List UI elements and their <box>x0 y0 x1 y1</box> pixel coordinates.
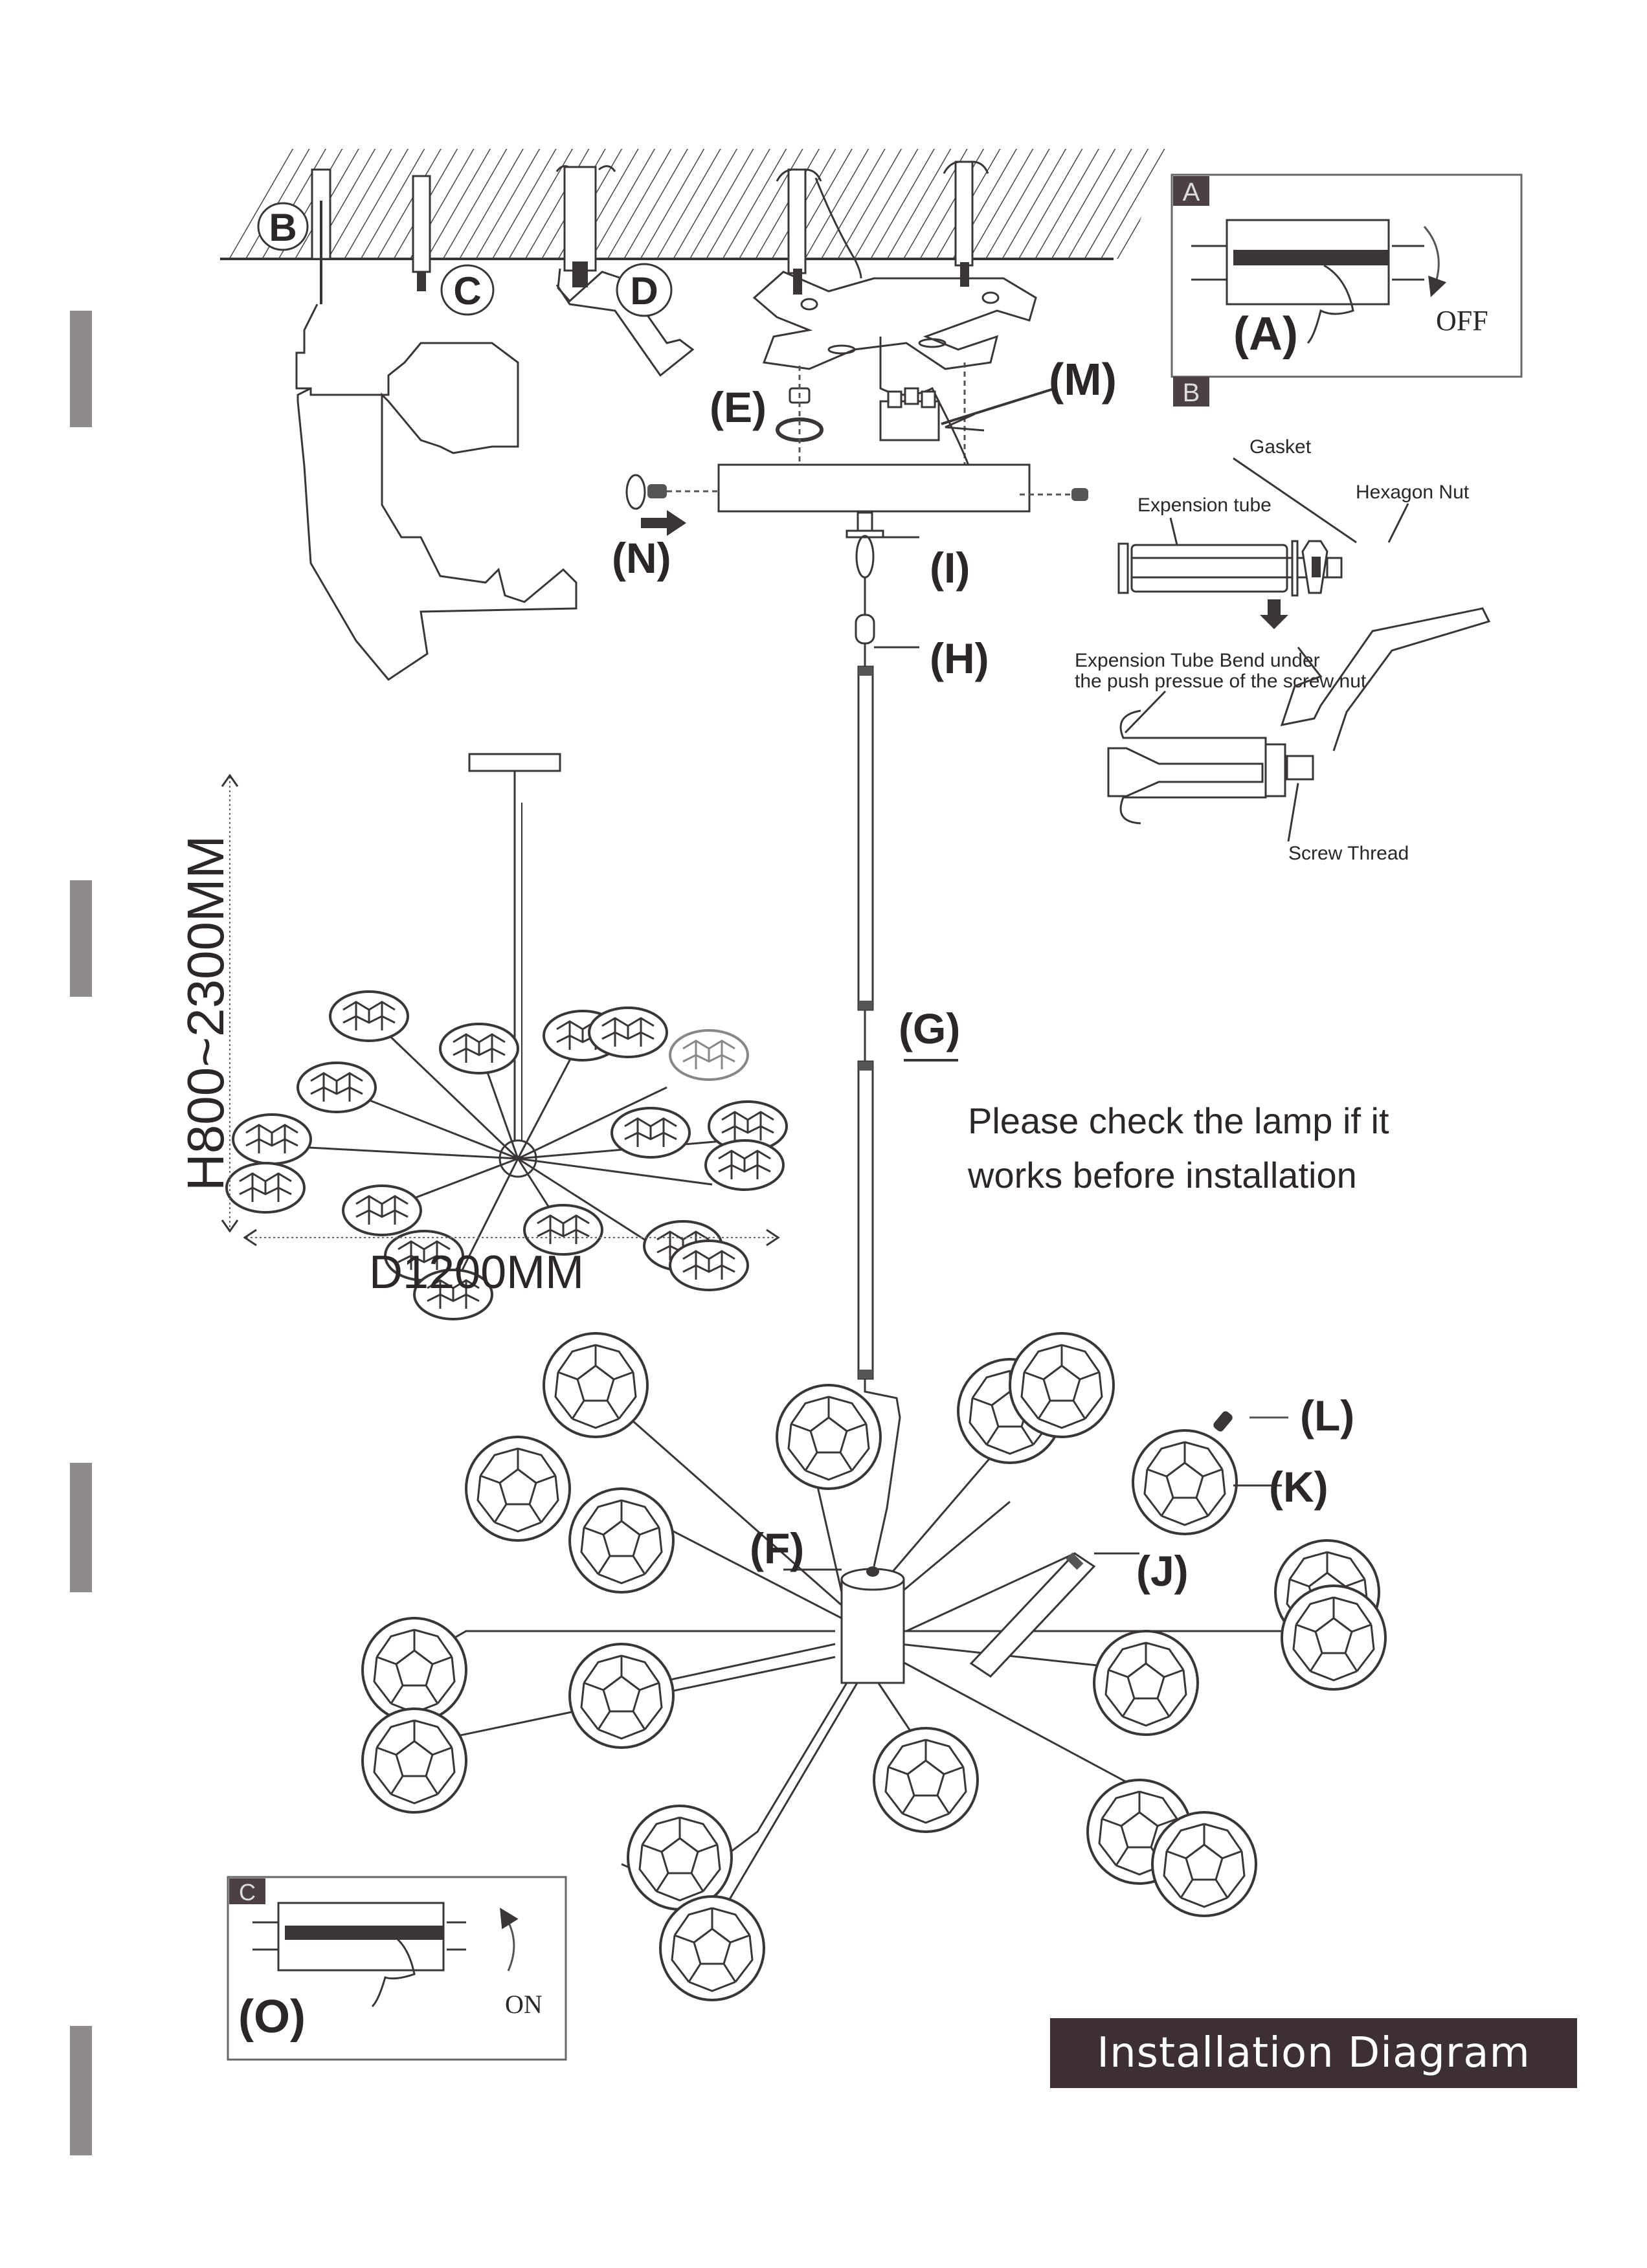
svg-text:Expension Tube Bend under: Expension Tube Bend under <box>1075 650 1320 671</box>
svg-text:ON: ON <box>505 1990 543 2019</box>
svg-text:(A): (A) <box>1233 308 1298 360</box>
breaker-panel-on: C (O) ON <box>227 1876 567 2061</box>
svg-text:(O): (O) <box>238 1991 306 2043</box>
step-h-label: (H) <box>930 634 989 682</box>
breaker-panel-off: A B (A) OFF <box>1171 173 1523 407</box>
svg-text:OFF: OFF <box>1436 305 1488 337</box>
suspension-rod-g <box>857 643 958 1380</box>
lamp-socket-j <box>969 1552 1139 1678</box>
connector-h <box>855 577 919 649</box>
svg-text:Screw Thread: Screw Thread <box>1288 843 1409 864</box>
svg-text:B: B <box>1183 379 1200 407</box>
check-lamp-note: Please check the lamp if it works before… <box>968 1094 1389 1203</box>
dimension-drawing <box>221 753 788 1320</box>
step-k-label: (K) <box>1269 1463 1328 1511</box>
scan-mark <box>70 311 92 427</box>
step-d-badge: D <box>616 263 673 317</box>
diagram-title-banner: Installation Diagram <box>1050 2018 1577 2088</box>
hook-i <box>846 511 919 579</box>
svg-text:B: B <box>269 206 297 249</box>
expansion-tube-detail: Gasket Hexagon Nut Expension tube <box>1117 436 1470 629</box>
svg-text:Expension tube: Expension tube <box>1137 495 1272 516</box>
hand-icon <box>1306 264 1354 344</box>
arrow-right-icon <box>641 510 686 536</box>
side-screw-right <box>1020 488 1088 501</box>
terminal-block <box>879 337 1056 473</box>
drill-icon <box>295 168 577 681</box>
height-dimension-label: H800~2300MM <box>177 836 234 1191</box>
svg-text:A: A <box>1183 178 1200 206</box>
step-e-label: (E) <box>710 383 767 431</box>
mounting-bracket <box>752 161 1037 370</box>
step-c-badge: C <box>440 264 495 316</box>
scan-mark <box>70 2026 92 2155</box>
svg-text:the push pressue of the screw: the push pressue of the screw nut <box>1075 671 1367 692</box>
arrow-down-icon <box>1423 226 1447 298</box>
side-screw-left <box>625 474 719 536</box>
ceiling <box>220 149 1165 260</box>
bulb-l <box>1213 1411 1288 1432</box>
bent-tube-detail: Expension Tube Bend under the push press… <box>1075 607 1491 864</box>
arrow-up-icon <box>500 1907 519 1972</box>
scan-mark <box>70 880 92 997</box>
scan-mark <box>70 1463 92 1592</box>
globe-k <box>1132 1429 1282 1535</box>
canopy <box>717 463 1031 513</box>
note-line-2: works before installation <box>968 1155 1357 1195</box>
diameter-dimension-label: D1200MM <box>369 1247 584 1298</box>
svg-text:C: C <box>239 1879 256 1906</box>
nut-e <box>776 362 966 479</box>
breaker-switch-icon <box>1191 219 1424 306</box>
expansion-anchor-icon <box>412 175 431 291</box>
svg-text:D: D <box>630 269 658 313</box>
step-n-label: (N) <box>612 534 671 582</box>
arrow-down-icon <box>1260 599 1288 629</box>
svg-text:Gasket: Gasket <box>1249 436 1312 458</box>
step-f-label: (F) <box>750 1524 804 1572</box>
breaker-switch-icon <box>252 1902 466 1972</box>
step-l-label: (L) <box>1300 1392 1354 1440</box>
step-i-label: (I) <box>930 544 970 592</box>
svg-text:Hexagon Nut: Hexagon Nut <box>1356 482 1470 503</box>
wrench-anchor-icon <box>555 165 695 377</box>
chandelier-main <box>361 1332 1387 2001</box>
wrench-icon <box>1280 607 1491 751</box>
step-j-label: (J) <box>1136 1547 1189 1595</box>
hand-icon <box>371 1931 416 2008</box>
step-g-label: (G) <box>899 1005 960 1052</box>
svg-text:C: C <box>453 269 481 313</box>
diagram-title: Installation Diagram <box>1097 2029 1530 2077</box>
note-line-1: Please check the lamp if it <box>968 1100 1389 1141</box>
step-m-label: (M) <box>1049 354 1117 405</box>
step-b-badge: B <box>257 202 309 251</box>
